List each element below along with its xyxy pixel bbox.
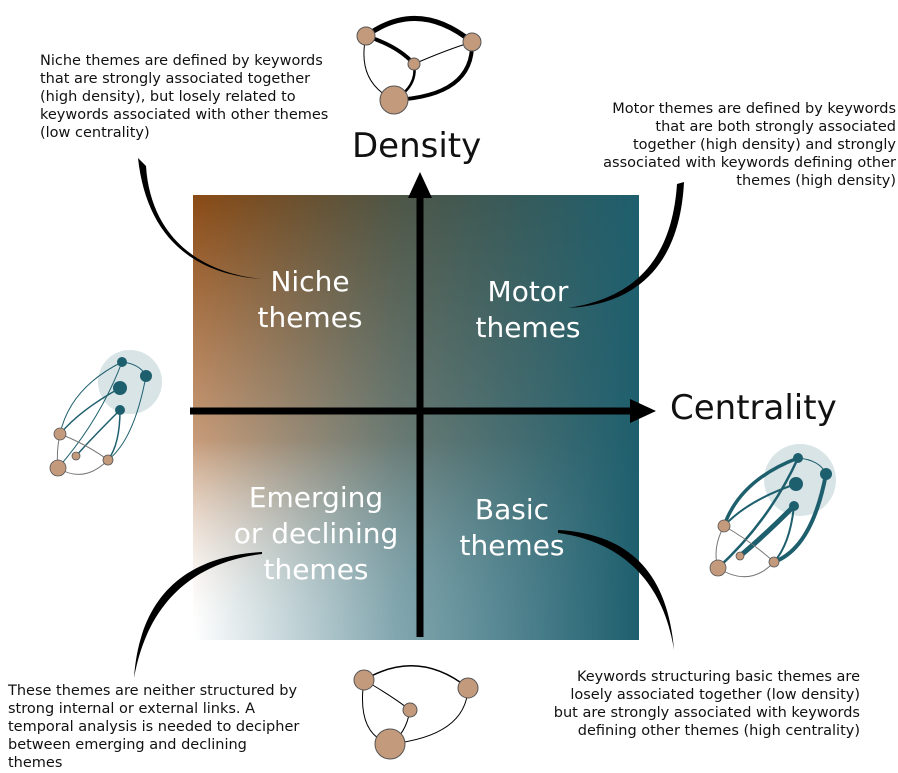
niche-description: Niche themes are defined by keywords tha… bbox=[40, 53, 329, 141]
motor-description: Motor themes are defined by keywords tha… bbox=[603, 101, 896, 189]
centrality-axis bbox=[190, 399, 656, 423]
density-axis-label: Density bbox=[352, 126, 482, 166]
emerging-description: These themes are neither structured by s… bbox=[8, 683, 300, 771]
matrix-gradient bbox=[193, 195, 639, 640]
quadrant-niche-label: Niche themes bbox=[257, 265, 363, 334]
basic-description: Keywords structuring basic themes are lo… bbox=[553, 669, 860, 739]
network-icon-bottom bbox=[353, 665, 479, 760]
niche-pointer bbox=[138, 158, 262, 279]
quadrant-matrix bbox=[193, 195, 639, 640]
network-icon-left bbox=[49, 350, 162, 477]
centrality-axis-label: Centrality bbox=[670, 388, 837, 428]
density-axis bbox=[408, 172, 432, 637]
quadrant-emerging-label: Emerging or declining themes bbox=[233, 481, 399, 586]
network-icon-right bbox=[709, 444, 836, 578]
network-icon-top bbox=[356, 16, 482, 115]
quadrant-basic-label: Basic themes bbox=[459, 493, 565, 562]
quadrant-motor-label: Motor themes bbox=[475, 275, 581, 344]
